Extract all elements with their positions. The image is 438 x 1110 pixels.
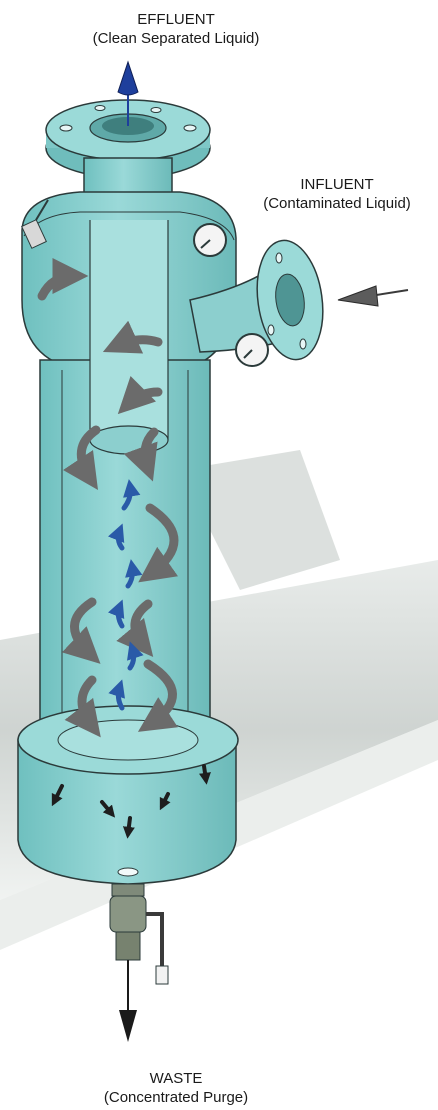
lower-chamber (18, 706, 238, 884)
influent-subtitle: (Contaminated Liquid) (236, 194, 438, 213)
effluent-title: EFFLUENT (46, 10, 306, 29)
waste-subtitle: (Concentrated Purge) (46, 1088, 306, 1107)
waste-title: WASTE (46, 1069, 306, 1088)
waste-label: WASTE (Concentrated Purge) (46, 1069, 306, 1107)
pressure-gauge-icon (236, 334, 268, 366)
influent-label: INFLUENT (Contaminated Liquid) (236, 175, 438, 213)
influent-title: INFLUENT (236, 175, 438, 194)
vortex-finder (90, 220, 168, 450)
pressure-gauge-icon (194, 224, 226, 256)
effluent-label: EFFLUENT (Clean Separated Liquid) (46, 10, 306, 48)
effluent-subtitle: (Clean Separated Liquid) (46, 29, 306, 48)
influent-arrow-icon (338, 286, 408, 306)
drain-valve-icon (110, 884, 168, 984)
waste-arrow-icon (119, 960, 137, 1042)
